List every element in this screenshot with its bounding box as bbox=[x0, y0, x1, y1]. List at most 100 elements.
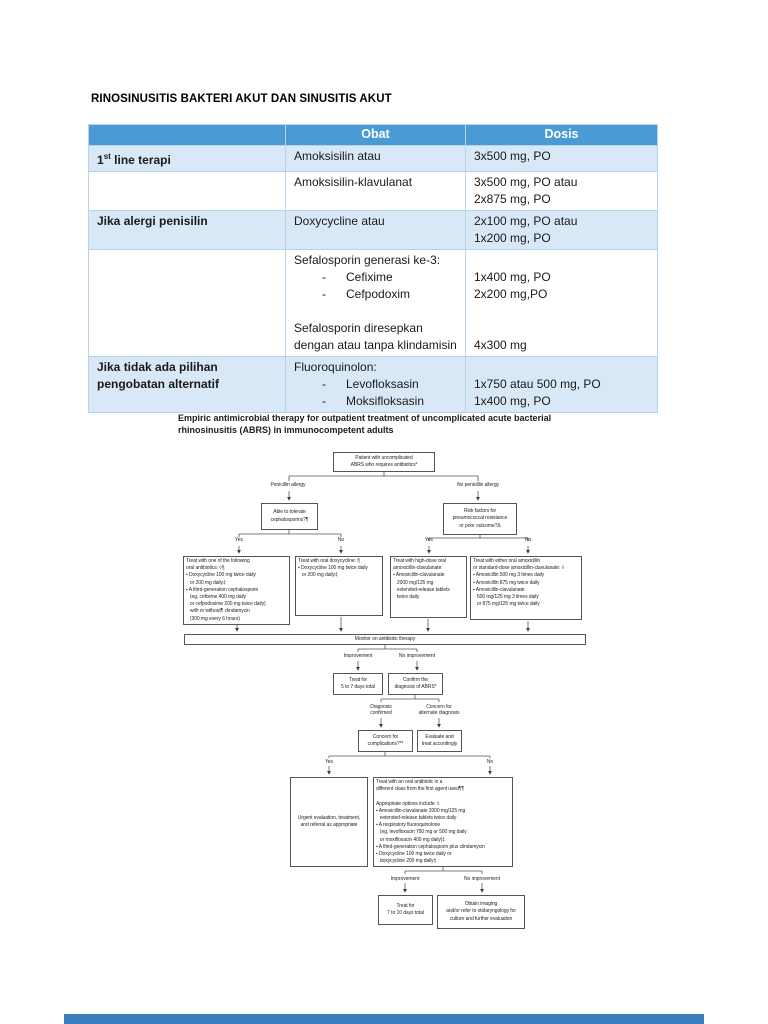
flowchart-node-line: ▪ Amoxicillin-clavulanate bbox=[393, 572, 445, 579]
table-cell-obat: Doxycycline atau bbox=[285, 210, 466, 250]
flowchart-node-line: with or without¶ clindamycin bbox=[186, 608, 250, 615]
flowchart-node-line: Treat with oral doxycycline: § bbox=[298, 558, 360, 564]
flowchart-label-line: No improvement bbox=[399, 653, 435, 659]
flowchart-node-treat-oral-doxycycline: Treat with oral doxycycline: §▪ Doxycycl… bbox=[295, 556, 383, 616]
table-cell-dosis: 3x500 mg, PO bbox=[465, 145, 658, 172]
flowchart-node-line: culture and further evaluation bbox=[449, 915, 513, 922]
flowchart-label-line: No bbox=[337, 537, 345, 543]
flowchart-node-line: ▪ Doxycycline 100 mg twice daily or bbox=[376, 851, 452, 858]
flowchart-label-no-improvement-1: No improvement bbox=[357, 653, 477, 659]
flowchart-label-improvement-2: Improvement bbox=[345, 876, 465, 882]
flowchart-node-line: 5 to 7 days total bbox=[341, 684, 375, 690]
flowchart-node-line: Appropriate options include: ◊ bbox=[376, 800, 440, 807]
flowchart-title: Empiric antimicrobial therapy for outpat… bbox=[178, 412, 618, 436]
flowchart-label-no-improvement-2: No improvement bbox=[422, 876, 542, 882]
flowchart-label-line: Improvement bbox=[343, 653, 373, 659]
flowchart-node-line: extended-release tablets twice daily bbox=[376, 815, 457, 822]
table-line: Amoksisilin atau bbox=[294, 149, 381, 163]
flowchart-label-no-complications: No bbox=[430, 759, 550, 765]
flowchart-node-line: Urgent evaluation, treatment, bbox=[297, 814, 361, 821]
flowchart-node-line: and referral as appropriate bbox=[300, 822, 358, 828]
flowchart-node-line: ▪ Amoxicillin-clavulanate 2000 mg/125 mg bbox=[376, 807, 466, 814]
table-line: Doxycycline atau bbox=[294, 214, 385, 228]
table-line bbox=[474, 303, 651, 320]
flowchart-label-no-penicillin-allergy: No penicillin allergy bbox=[418, 482, 538, 488]
flowchart-node-line: doxycycline 200 mg daily‡ bbox=[376, 858, 437, 865]
flowchart-node-line bbox=[376, 793, 510, 800]
flowchart-label-line: No bbox=[524, 537, 532, 543]
table-line: 3x500 mg, PO bbox=[474, 149, 551, 163]
table-line: 1x400 mg, PO bbox=[474, 394, 551, 408]
flowchart-label-no-risk: No bbox=[468, 537, 588, 543]
flowchart-label-no-tolerate: No bbox=[281, 537, 401, 543]
flowchart-node-line: Risk factors for bbox=[463, 508, 497, 515]
flowchart-node-line: ▪ Amoxicillin 875 mg twice daily bbox=[473, 579, 540, 586]
flowchart-node-line: (eg, cefixime 400 mg daily bbox=[186, 594, 246, 601]
table-cell-lbl bbox=[88, 171, 286, 211]
flowchart-node-line: pneumococcal resistance bbox=[452, 515, 508, 522]
flowchart-node-urgent-evaluation: Urgent evaluation, treatment,and referra… bbox=[290, 777, 368, 867]
flowchart-node-line: or 200 mg daily‡ bbox=[298, 572, 338, 579]
table-line bbox=[474, 252, 651, 269]
column-header bbox=[88, 124, 286, 146]
table-line: -Levofloksasin bbox=[322, 377, 419, 391]
flowchart-title-line: Empiric antimicrobial therapy for outpat… bbox=[178, 413, 552, 423]
table-cell-lbl bbox=[88, 249, 286, 357]
flowchart-node-line: ▪ A respiratory fluoroquinolone bbox=[376, 822, 441, 829]
column-header: Obat bbox=[285, 124, 466, 146]
flowchart-node-monitor-bar: Monitor on antibiotic therapy bbox=[184, 634, 586, 645]
flowchart-node-line: and/or refer to otolaryngology for bbox=[446, 908, 516, 915]
table-line: Sefalosporin diresepkan bbox=[294, 321, 423, 335]
table-line: 1st line terapi bbox=[97, 152, 171, 167]
flowchart-node-line: cephalosporins?¶ bbox=[270, 516, 309, 523]
table-line: Fluoroquinolon: bbox=[294, 360, 377, 374]
flowchart-node-line: or 200 mg daily‡ bbox=[186, 579, 226, 586]
table-line: -Cefpodoxim bbox=[322, 287, 411, 301]
table-cell-lbl: 1st line terapi bbox=[88, 145, 286, 172]
flowchart-node-line: extended-release tablets bbox=[393, 586, 450, 593]
flowchart-label-line: Improvement bbox=[390, 876, 420, 882]
flowchart-node-line: 2000 mg/125 mg bbox=[393, 579, 434, 586]
flowchart-label-penicillin-allergy: Penicillin allergy bbox=[228, 482, 348, 488]
flowchart-node-line: oral antibiotics: ◊§ bbox=[186, 565, 225, 572]
table-line: Amoksisilin-klavulanat bbox=[294, 175, 413, 189]
table-line: 1x750 atau 500 mg, PO bbox=[474, 377, 601, 391]
flowchart-label-line: Penicillin allergy bbox=[270, 482, 306, 488]
flowchart-label-yes-tolerate: Yes bbox=[179, 537, 299, 543]
flowchart-label-yes-risk: Yes bbox=[369, 537, 489, 543]
flowchart-node-line: Treat with high-dose oral bbox=[393, 558, 446, 564]
flowchart-node-line: 7 to 10 days total bbox=[387, 910, 424, 916]
flowchart-label-line: confirmed bbox=[370, 710, 392, 717]
table-line: 2x875 mg, PO bbox=[474, 192, 551, 206]
table-line: Jika alergi penisilin bbox=[97, 214, 208, 228]
flowchart-label-line: Concern for bbox=[426, 704, 452, 710]
table-line bbox=[474, 320, 651, 337]
flowchart-node-line: or 875 mg/125 mg twice daily bbox=[473, 601, 540, 608]
flowchart-node-line: different class from the first agent use… bbox=[376, 786, 464, 793]
flowchart-node-line: Treat with one of the following bbox=[186, 558, 250, 564]
flowchart-node-line: complications?** bbox=[367, 741, 404, 747]
flowchart-node-line: twice daily bbox=[393, 594, 420, 601]
flowchart-label-line: No improvement bbox=[464, 876, 500, 882]
column-header: Dosis bbox=[465, 124, 658, 146]
table-line: 4x300 mg bbox=[474, 338, 527, 352]
flowchart-label-line: No bbox=[486, 759, 494, 765]
flowchart-node-line: ▪ Doxycycline 100 mg twice daily bbox=[186, 572, 256, 579]
table-line: 1x400 mg, PO bbox=[474, 270, 551, 284]
flowchart-node-line: Treat with either oral amoxicillin bbox=[473, 558, 541, 564]
table-row: 1st line terapi Amoksisilin atau 3x500 mg,… bbox=[88, 145, 658, 172]
